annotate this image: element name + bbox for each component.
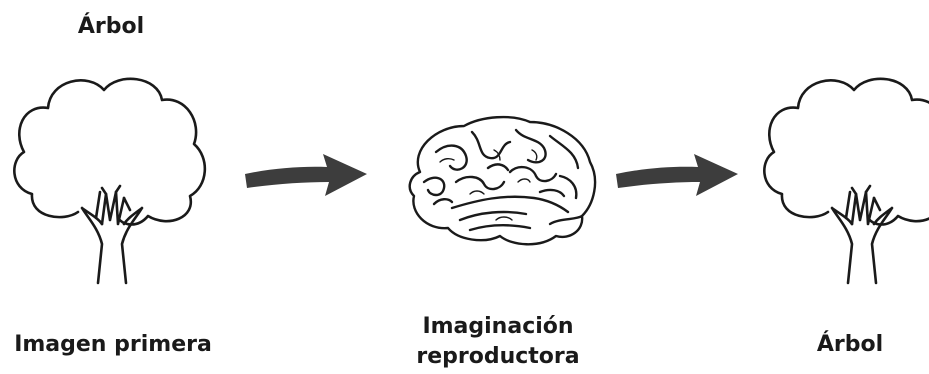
arrow-right-icon bbox=[616, 154, 738, 196]
tree-icon bbox=[763, 77, 929, 285]
arrow-right-icon bbox=[245, 154, 367, 196]
middle-caption-line1: Imaginación bbox=[422, 314, 574, 339]
right-caption: Árbol bbox=[816, 332, 884, 357]
tree-icon bbox=[13, 77, 207, 285]
top-label: Árbol bbox=[77, 14, 145, 39]
left-caption: Imagen primera bbox=[14, 332, 212, 357]
brain-icon bbox=[408, 115, 597, 246]
middle-caption-line2: reproductora bbox=[416, 344, 580, 369]
